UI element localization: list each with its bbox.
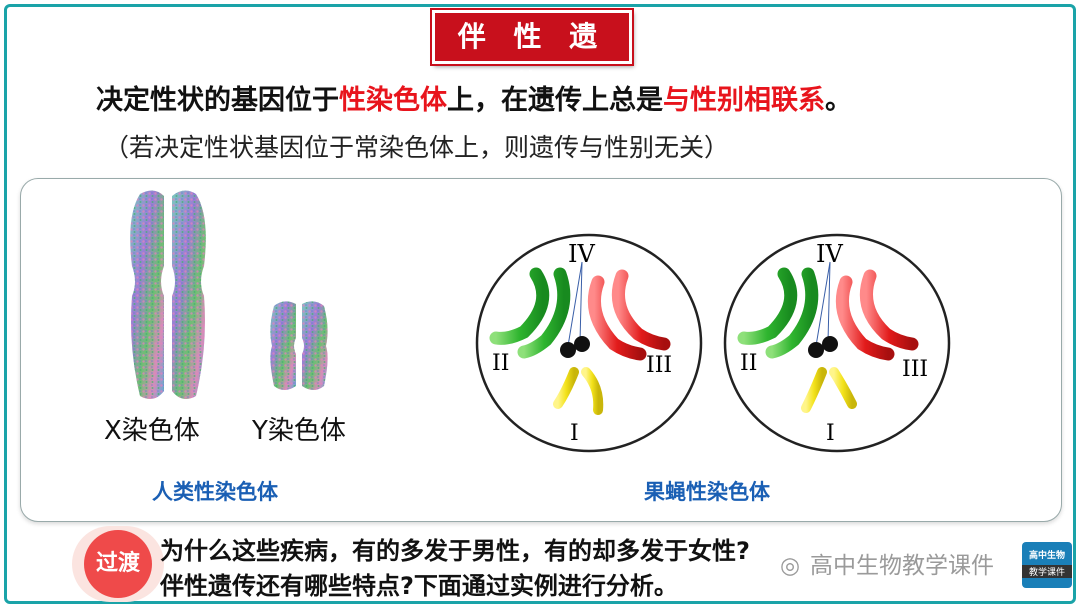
transition-question-2: 伴性遗传还有哪些特点?下面通过实例进行分析。 — [160, 572, 678, 600]
y-chromosome-image — [270, 301, 328, 390]
fly1-label-iii: III — [646, 353, 672, 378]
statement-part1: 决定性状的基因位于 — [96, 85, 339, 116]
slide-title: 伴 性 遗 传 — [432, 10, 632, 101]
course-logo: 高中生物 教学课件 — [1022, 542, 1072, 588]
fly1-label-i: I — [570, 421, 579, 446]
fly-chromosome-diagram-female: IV II III I — [475, 233, 703, 453]
main-statement: 决定性状的基因位于性染色体上，在遗传上总是与性别相联系。 — [96, 78, 852, 117]
human-caption: 人类性染色体 — [152, 480, 278, 504]
wechat-icon: ◎ — [780, 553, 801, 579]
statement-highlight-linked-to-sex: 与性别相联系 — [663, 85, 825, 116]
fly2-label-iii: III — [902, 357, 928, 382]
watermark-label: 高中生物教学课件 — [810, 553, 994, 579]
statement-part3: 。 — [825, 85, 852, 116]
y-chromosome-label: Y染色体 — [252, 416, 346, 446]
fly2-label-ii: II — [740, 351, 757, 376]
watermark-text: ◎ 高中生物教学课件 — [780, 546, 994, 580]
fly1-label-ii: II — [492, 351, 509, 376]
transition-question-1: 为什么这些疾病，有的多发于男性，有的却多发于女性? — [160, 537, 750, 565]
logo-line2: 教学课件 — [1022, 565, 1072, 578]
fly2-label-iv: IV — [816, 240, 843, 268]
fly1-label-iv: IV — [568, 240, 595, 268]
transition-badge: 过渡 — [84, 530, 152, 598]
x-chromosome-image — [130, 190, 206, 400]
x-chromosome-label: X染色体 — [104, 416, 200, 446]
fly2-label-i: I — [826, 421, 835, 446]
fly-caption: 果蝇性染色体 — [644, 480, 770, 504]
logo-line1: 高中生物 — [1028, 551, 1065, 561]
autosome-note: （若决定性状基因位于常染色体上，则遗传与性别无关） — [104, 133, 730, 162]
statement-part2: 上，在遗传上总是 — [447, 85, 663, 116]
statement-highlight-sex-chromosome: 性染色体 — [339, 85, 447, 116]
fly-chromosome-diagram-male: IV II III I — [723, 233, 951, 453]
